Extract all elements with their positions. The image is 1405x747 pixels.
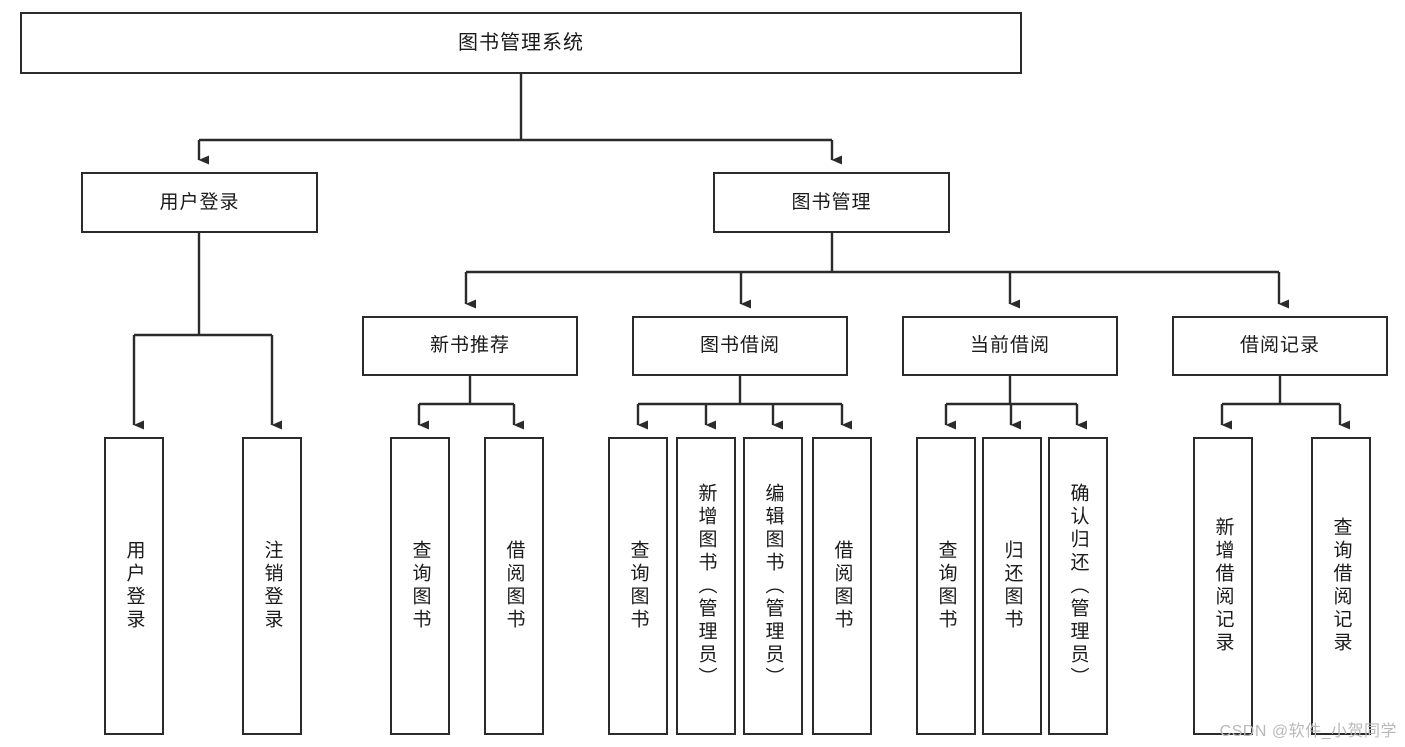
leaf-label: 新增借阅记录 bbox=[1212, 517, 1234, 655]
leaf-borrow-query-book[interactable]: 查询图书 bbox=[608, 437, 668, 735]
node-book-management[interactable]: 图书管理 bbox=[713, 172, 950, 233]
leaf-current-query-book[interactable]: 查询图书 bbox=[916, 437, 976, 735]
leaf-user-login-logout[interactable]: 注销登录 bbox=[242, 437, 302, 735]
leaf-label: 查询图书 bbox=[627, 540, 649, 632]
leaf-label: 确认归还（管理员） bbox=[1067, 482, 1089, 690]
node-new-book-recommend[interactable]: 新书推荐 bbox=[362, 316, 578, 376]
leaf-label: 注销登录 bbox=[261, 540, 283, 632]
leaf-label: 新增图书（管理员） bbox=[695, 482, 717, 690]
leaf-label: 借阅图书 bbox=[831, 540, 853, 632]
leaf-label: 查询图书 bbox=[409, 540, 431, 632]
node-borrow-record[interactable]: 借阅记录 bbox=[1172, 316, 1388, 376]
leaf-label: 借阅图书 bbox=[503, 540, 525, 632]
leaf-borrow-edit-book-admin[interactable]: 编辑图书（管理员） bbox=[743, 437, 803, 735]
node-book-borrow[interactable]: 图书借阅 bbox=[632, 316, 848, 376]
node-user-login[interactable]: 用户登录 bbox=[81, 172, 318, 233]
watermark-credit: CSDN @软件_小贺同学 bbox=[1219, 723, 1397, 740]
leaf-label: 用户登录 bbox=[123, 540, 145, 632]
leaf-record-add-record[interactable]: 新增借阅记录 bbox=[1193, 437, 1253, 735]
leaf-recommend-query-book[interactable]: 查询图书 bbox=[390, 437, 450, 735]
leaf-borrow-add-book-admin[interactable]: 新增图书（管理员） bbox=[676, 437, 736, 735]
leaf-current-confirm-return-admin[interactable]: 确认归还（管理员） bbox=[1048, 437, 1108, 735]
leaf-user-login-login[interactable]: 用户登录 bbox=[104, 437, 164, 735]
leaf-recommend-borrow-book[interactable]: 借阅图书 bbox=[484, 437, 544, 735]
node-root-system[interactable]: 图书管理系统 bbox=[20, 12, 1022, 74]
leaf-borrow-borrow-book[interactable]: 借阅图书 bbox=[812, 437, 872, 735]
leaf-current-return-book[interactable]: 归还图书 bbox=[982, 437, 1042, 735]
node-current-borrow[interactable]: 当前借阅 bbox=[902, 316, 1118, 376]
leaf-record-query-record[interactable]: 查询借阅记录 bbox=[1311, 437, 1371, 735]
leaf-label: 归还图书 bbox=[1001, 540, 1023, 632]
leaf-label: 查询图书 bbox=[935, 540, 957, 632]
leaf-label: 编辑图书（管理员） bbox=[762, 482, 784, 690]
leaf-label: 查询借阅记录 bbox=[1330, 517, 1352, 655]
